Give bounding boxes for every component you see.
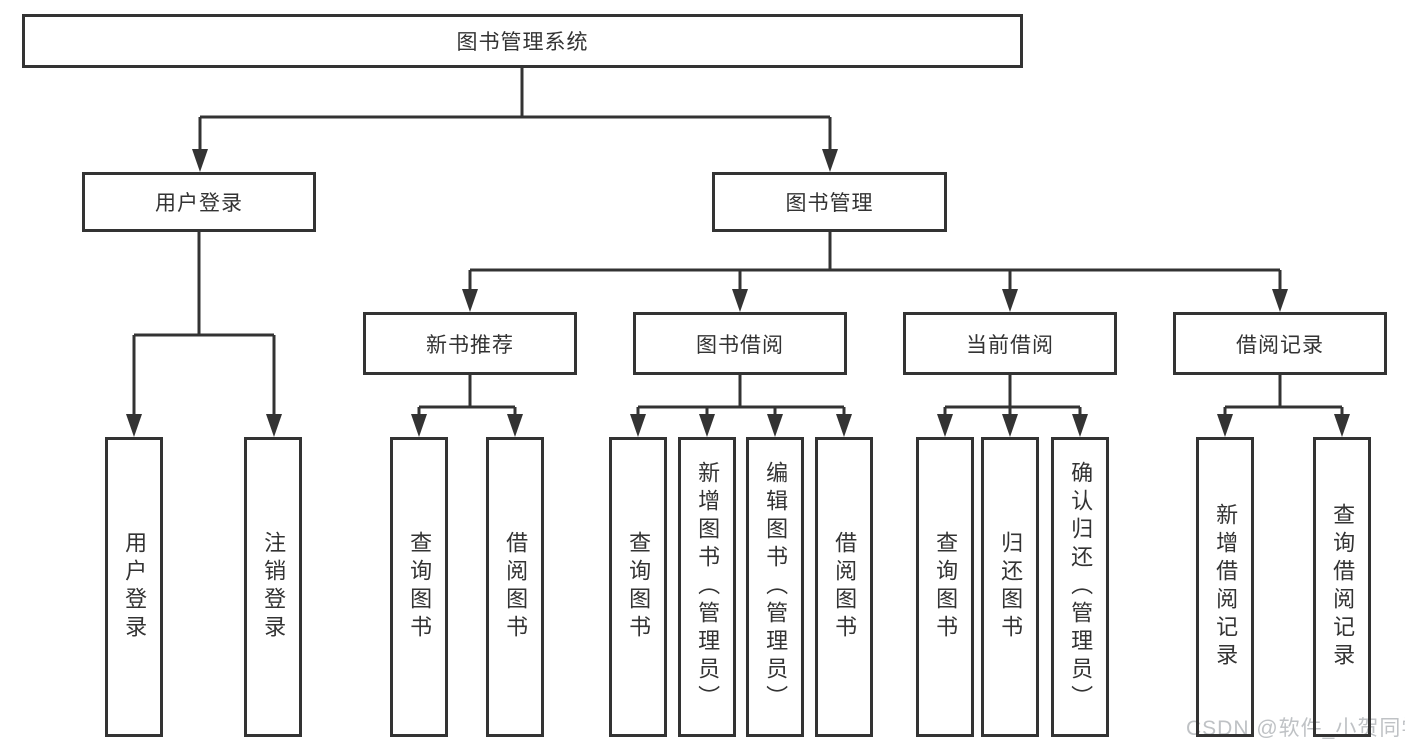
leaf-bb-borrow-books-label: 借阅图书 xyxy=(832,531,858,643)
leaf-cb-return-books: 归还图书 xyxy=(981,437,1039,737)
leaf-user-login-label: 用户登录 xyxy=(122,531,148,643)
node-root: 图书管理系统 xyxy=(22,14,1023,68)
node-user-login-label: 用户登录 xyxy=(155,192,243,215)
node-new-book-recommend-label: 新书推荐 xyxy=(426,333,514,357)
node-borrow-records-label: 借阅记录 xyxy=(1236,333,1324,357)
leaf-user-login: 用户登录 xyxy=(105,437,163,737)
leaf-nbr-borrow-books-label: 借阅图书 xyxy=(503,531,529,643)
node-book-management-label: 图书管理 xyxy=(785,192,874,215)
leaf-bb-query-books: 查询图书 xyxy=(609,437,667,737)
node-book-borrow: 图书借阅 xyxy=(633,312,847,375)
leaf-nbr-query-books-label: 查询图书 xyxy=(407,531,433,643)
arrowhead-icons xyxy=(126,149,1350,437)
leaf-bb-query-books-label: 查询图书 xyxy=(626,531,652,643)
leaf-nbr-query-books: 查询图书 xyxy=(390,437,448,737)
leaf-bb-edit-books-admin: 编辑图书（管理员） xyxy=(746,437,804,737)
leaf-cb-confirm-return-admin-label: 确认归还（管理员） xyxy=(1068,461,1094,713)
leaf-bb-add-books-admin: 新增图书（管理员） xyxy=(678,437,736,737)
leaf-logout: 注销登录 xyxy=(244,437,302,737)
node-current-borrow: 当前借阅 xyxy=(903,312,1117,375)
leaf-logout-label: 注销登录 xyxy=(261,531,287,643)
node-current-borrow-label: 当前借阅 xyxy=(966,333,1054,357)
leaf-br-query-record: 查询借阅记录 xyxy=(1313,437,1371,737)
leaf-bb-borrow-books: 借阅图书 xyxy=(815,437,873,737)
node-root-label: 图书管理系统 xyxy=(456,31,589,54)
leaf-br-add-record-label: 新增借阅记录 xyxy=(1213,503,1239,671)
leaf-nbr-borrow-books: 借阅图书 xyxy=(486,437,544,737)
node-book-borrow-label: 图书借阅 xyxy=(696,333,784,357)
node-new-book-recommend: 新书推荐 xyxy=(363,312,577,375)
leaf-cb-query-books-label: 查询图书 xyxy=(933,531,959,643)
leaf-br-add-record: 新增借阅记录 xyxy=(1196,437,1254,737)
leaf-cb-query-books: 查询图书 xyxy=(916,437,974,737)
node-borrow-records: 借阅记录 xyxy=(1173,312,1387,375)
leaf-cb-return-books-label: 归还图书 xyxy=(998,531,1024,643)
node-user-login: 用户登录 xyxy=(82,172,316,232)
leaf-bb-edit-books-admin-label: 编辑图书（管理员） xyxy=(763,461,789,713)
node-book-management: 图书管理 xyxy=(712,172,947,232)
leaf-br-query-record-label: 查询借阅记录 xyxy=(1330,503,1356,671)
leaf-cb-confirm-return-admin: 确认归还（管理员） xyxy=(1051,437,1109,737)
leaf-bb-add-books-admin-label: 新增图书（管理员） xyxy=(695,461,721,713)
